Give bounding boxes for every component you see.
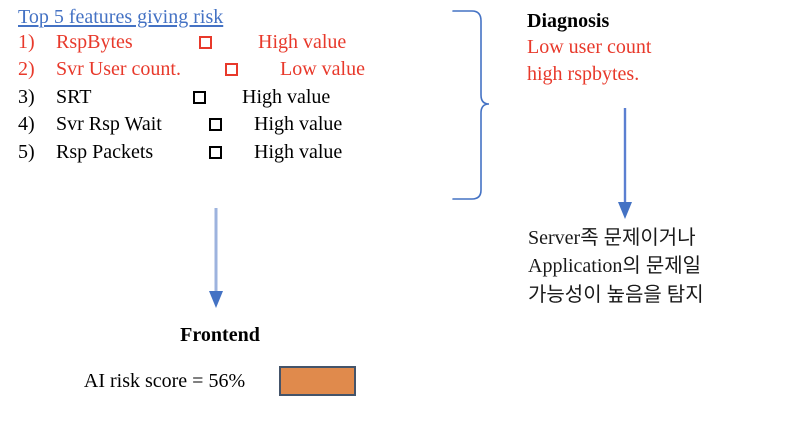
risk-score-label: AI risk score = 56% — [83, 369, 246, 392]
feature-name: Svr Rsp Wait — [56, 113, 162, 136]
feature-index: 3) — [18, 85, 35, 108]
feature-row: 2) Svr User count. Low value — [18, 56, 418, 83]
risk-score-row: AI risk score = 56% — [0, 366, 440, 396]
feature-index: 2) — [18, 58, 35, 81]
feature-name: Rsp Packets — [56, 140, 154, 163]
feature-name: Svr User count. — [56, 58, 181, 81]
down-arrow-to-frontend — [209, 208, 223, 308]
frontend-heading: Frontend — [180, 324, 260, 346]
conclusion-line: Application의 문제일 — [528, 255, 702, 278]
diagnosis-line: Low user count — [527, 36, 652, 58]
down-arrow-to-conclusion — [618, 108, 632, 219]
empty-checkbox-icon[interactable] — [184, 90, 214, 104]
empty-checkbox-icon[interactable] — [216, 62, 246, 77]
feature-row: 4) Svr Rsp Wait High value — [18, 111, 418, 138]
feature-name: SRT — [56, 85, 92, 108]
feature-index: 4) — [18, 113, 35, 136]
curly-brace-icon — [452, 10, 490, 200]
features-panel: Top 5 features giving risk 1) RspBytes H… — [18, 6, 418, 166]
diagnosis-heading: Diagnosis — [527, 10, 610, 32]
feature-index: 5) — [18, 140, 35, 163]
frontend-block: Frontend AI risk score = 56% — [0, 322, 440, 396]
feature-value: High value — [254, 113, 343, 136]
conclusion-line: Server족 문제이거나 — [528, 227, 696, 249]
feature-name: RspBytes — [56, 31, 133, 53]
risk-score-swatch — [279, 366, 357, 396]
feature-value: Low value — [280, 58, 365, 81]
empty-checkbox-icon[interactable] — [200, 145, 230, 159]
feature-value: High value — [258, 31, 347, 53]
feature-value: High value — [254, 140, 343, 163]
feature-value: High value — [242, 85, 331, 108]
conclusion-line: 가능성이 높음을 탐지 — [528, 283, 704, 306]
diagnosis-line: high rspbytes. — [527, 63, 640, 85]
feature-index: 1) — [18, 31, 35, 53]
feature-row: 3) SRT High value — [18, 84, 418, 111]
feature-row: 5) Rsp Packets High value — [18, 139, 418, 166]
diagnosis-block: Diagnosis Low user count high rspbytes. — [527, 8, 797, 88]
features-panel-title: Top 5 features giving risk — [18, 6, 224, 28]
empty-checkbox-icon[interactable] — [200, 117, 230, 132]
conclusion-block: Server족 문제이거나 Application의 문제일 가능성이 높음을 … — [528, 224, 808, 309]
feature-row: 1) RspBytes High value — [18, 29, 418, 56]
empty-checkbox-icon[interactable] — [190, 35, 220, 49]
